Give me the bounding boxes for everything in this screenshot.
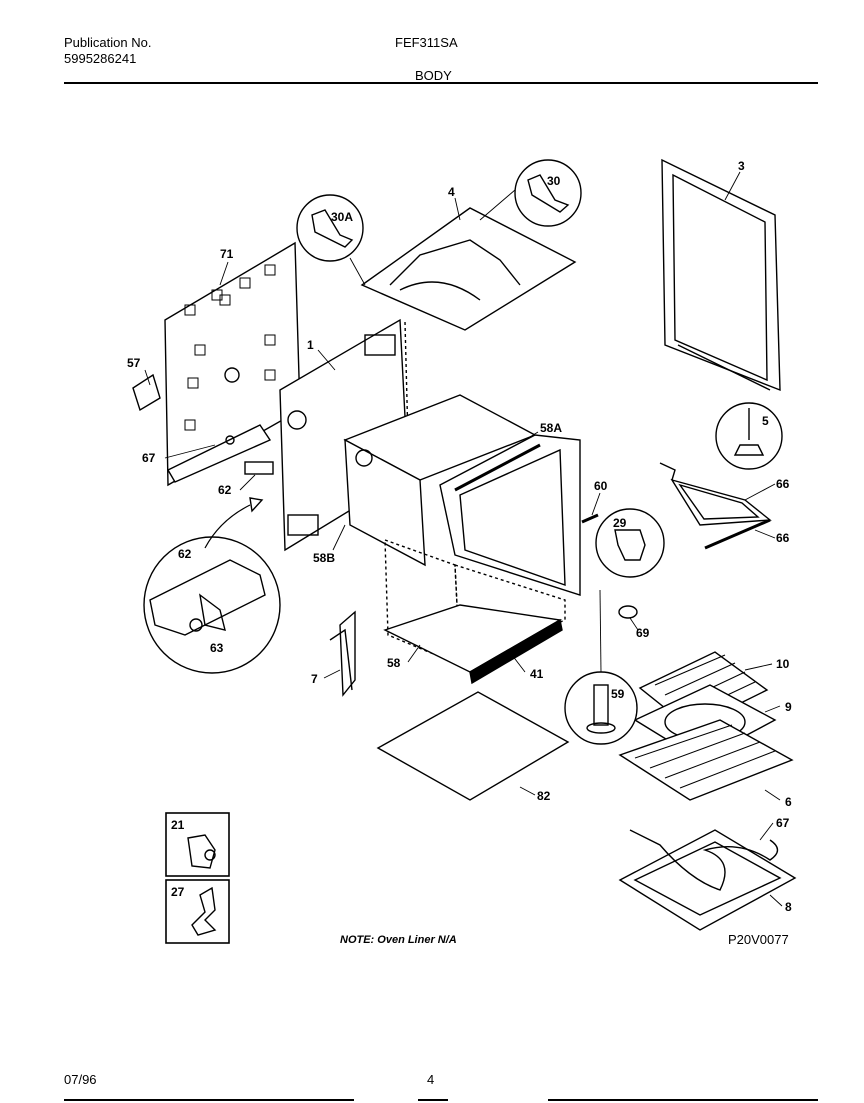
callout-62-terminal: 62	[218, 483, 232, 497]
model-number: FEF311SA	[395, 35, 458, 50]
part-60-bracket	[581, 513, 599, 524]
part-57-plate	[132, 373, 161, 412]
oven-liner-note: NOTE: Oven Liner N/A	[340, 934, 457, 946]
callout-66-bottom: 66	[776, 531, 790, 545]
terminal-block-part	[244, 461, 274, 475]
callout-6: 6	[785, 795, 792, 809]
callout-7: 7	[311, 672, 318, 686]
oven-rack-part	[618, 719, 794, 801]
callout-82: 82	[537, 789, 551, 803]
callout-4: 4	[448, 185, 455, 199]
callout-41: 41	[530, 667, 544, 681]
callout-58B: 58B	[313, 551, 335, 565]
callout-58: 58	[387, 656, 401, 670]
callout-59: 59	[611, 687, 625, 701]
callout-69: 69	[636, 626, 650, 640]
gasket-part	[618, 605, 638, 619]
footer-rule-left	[64, 1099, 354, 1101]
detail-circle-30A	[296, 194, 364, 262]
footer-rule-right	[548, 1099, 818, 1101]
callout-71: 71	[220, 247, 234, 261]
callout-8: 8	[785, 900, 792, 914]
publication-number: 5995286241	[64, 51, 137, 66]
back-panel-part	[164, 241, 301, 487]
callout-9: 9	[785, 700, 792, 714]
detail-box-21	[165, 812, 230, 877]
callout-1: 1	[307, 338, 314, 352]
page-number: 4	[427, 1072, 435, 1087]
callout-63: 63	[210, 641, 224, 655]
broil-element-part	[659, 462, 772, 550]
oven-cavity-part	[343, 394, 581, 596]
callout-67-right: 67	[776, 816, 790, 830]
callout-30: 30	[547, 174, 561, 188]
callout-29: 29	[613, 516, 627, 530]
footer-rule-mid	[418, 1099, 448, 1101]
bottom-pan-part	[383, 604, 563, 685]
bake-element-part	[618, 829, 797, 931]
detail-circle-29	[595, 508, 665, 578]
callout-67-left: 67	[142, 451, 156, 465]
top-cover-part	[360, 207, 577, 331]
callout-30A: 30A	[331, 210, 353, 224]
callout-10: 10	[776, 657, 790, 671]
publication-label: Publication No.	[64, 35, 152, 50]
footer-date: 07/96	[64, 1072, 97, 1087]
callout-57: 57	[127, 356, 141, 370]
callout-3: 3	[738, 159, 745, 173]
header-rule	[64, 82, 818, 84]
drawing-code: P20V0077	[728, 932, 789, 947]
callout-58A: 58A	[540, 421, 562, 435]
callout-62-detail: 62	[178, 547, 192, 561]
door-hinge-part	[329, 610, 356, 697]
callout-27: 27	[171, 885, 185, 899]
callout-60: 60	[594, 479, 608, 493]
callout-66-top: 66	[776, 477, 790, 491]
callout-21: 21	[171, 818, 185, 832]
drawer-panel-part	[376, 691, 570, 801]
detail-circle-30	[514, 159, 582, 227]
section-title: BODY	[415, 68, 452, 83]
callout-5: 5	[762, 414, 769, 428]
door-frame-part	[661, 158, 781, 392]
detail-box-27	[165, 879, 230, 944]
